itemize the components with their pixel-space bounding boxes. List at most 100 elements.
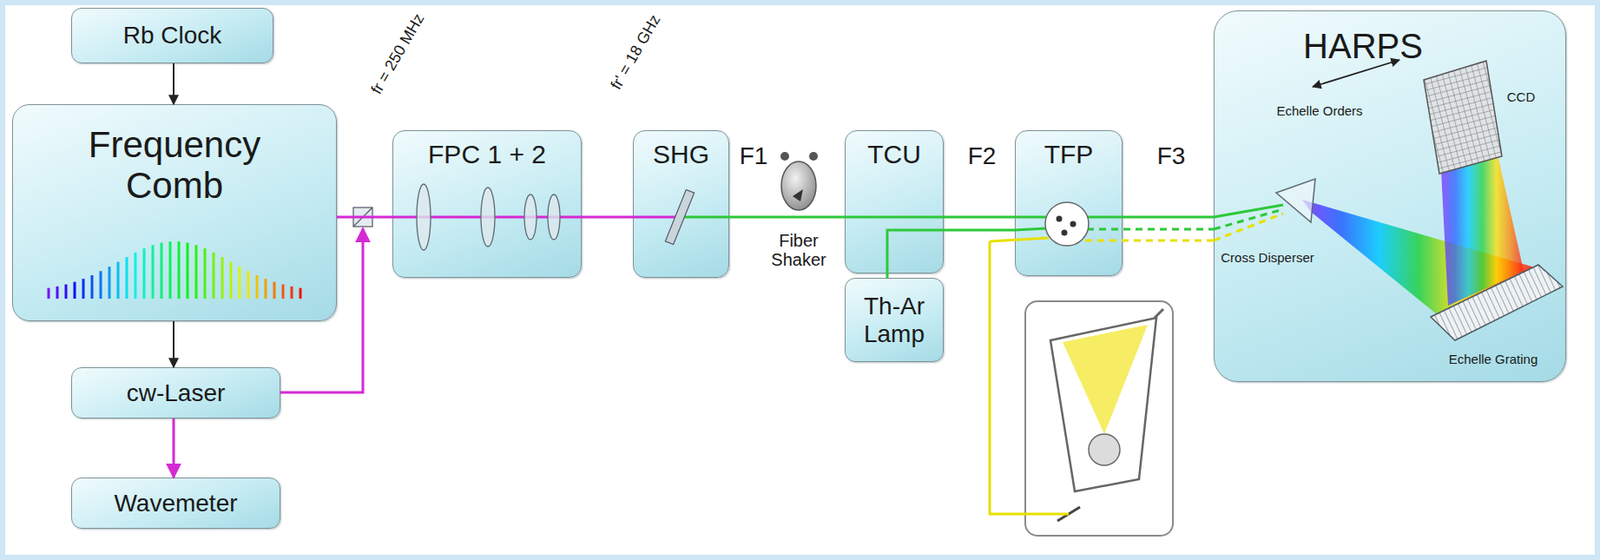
part-label: F3 [1157,142,1186,170]
beam-in-harps [1213,204,1284,218]
fiber-shaker-mark [792,189,804,202]
shg-crystal [665,189,694,244]
component-box: Rb Clock [71,7,274,64]
component-box: Wavemeter [71,477,281,529]
comb-line [195,244,198,299]
comb-line [221,256,224,299]
comb-line [204,248,207,299]
box-label: TFP [1044,139,1094,170]
signal-arrow [172,63,175,105]
dispersed-light [1302,199,1535,315]
beam-in-fpc [392,216,582,219]
echelle-orders-light [1441,154,1524,306]
comb-line [169,241,172,299]
cw-beam [280,228,363,393]
beam-line [581,216,633,219]
fiber-shaker [781,161,817,211]
component-box: HARPS [1213,10,1567,382]
comb-line [99,270,103,299]
signal-arrow [172,321,175,368]
component-box: TCU [844,130,944,274]
comb-line [151,244,155,299]
part-label: F2 [967,142,997,170]
telescope-panel [1025,301,1173,536]
comb-line [212,252,216,299]
beam-line [943,216,1015,219]
beam-line [729,216,845,219]
fiber-dot [1061,230,1068,237]
part-label: Cross Disperser [1220,250,1315,266]
comb-line [125,256,129,299]
comb-line [47,288,51,299]
comb-line [256,275,259,299]
component-box: SHG [632,130,730,278]
lens [547,194,560,240]
part-label: Echelle Orders [1276,104,1363,119]
comb-line [117,262,120,299]
fiber-plate [1045,202,1089,246]
comb-line [230,262,233,299]
beam-splitter-diagonal [353,207,373,227]
beam-line [887,230,1015,278]
box-label: HARPS [1303,26,1423,66]
fiber-shaker-peg [809,151,818,161]
ccd-detector [1423,60,1502,174]
beam-line [336,216,393,219]
beam-out-shg [680,216,730,219]
box-label: TCU [867,139,922,170]
comb-line [247,270,251,299]
component-box: cw-Laser [71,367,281,419]
part-label: Echelle Grating [1448,352,1539,368]
part-label: Fiber Shaker [750,230,847,270]
comb-line [160,243,164,299]
comb-line [91,275,94,299]
comb-line [290,286,294,299]
part-label: F1 [739,142,769,170]
comb-line [56,286,60,299]
box-label: Rb Clock [123,21,223,49]
lens [480,187,495,247]
part-label: CCD [1507,90,1536,106]
orders-arrow [1312,59,1400,87]
box-label: SHG [652,139,710,170]
fiber-dot [1070,221,1077,228]
telescope-fiber [989,241,1069,514]
comb-line [82,278,86,299]
comb-line [134,252,138,299]
beam-line [1122,216,1214,219]
comb-line [238,266,242,299]
fiber-dot [1056,216,1063,223]
comb-line [73,282,77,299]
box-label: Th-Ar Lamp [852,292,936,348]
comb-line [282,284,285,299]
fold-mirror [1057,506,1080,521]
beam-in-tfp [989,237,1049,242]
dashed-beam [1086,228,1214,231]
lens [416,184,431,251]
telescope-tube [1050,317,1157,492]
echelle-grating [1430,264,1563,341]
beam-in-harps [1213,213,1284,241]
box-label: Wavemeter [113,489,238,517]
comb-line [186,243,190,299]
beam-in-tcu [844,216,944,219]
beam-in-tfp [1014,228,1047,231]
beam-in-tfp [1014,216,1047,219]
comb-line [264,278,268,299]
beam-in-shg [632,216,681,219]
box-label: cw-Laser [126,379,226,407]
comb-spectrum [48,241,301,299]
dashed-beam [1085,239,1214,243]
beam-out-tfp [1086,216,1123,219]
comb-line [177,241,181,299]
comb-line [108,266,112,299]
component-box: TFP [1014,130,1123,277]
telescope-spider [1154,309,1164,318]
beam-splitter-cube [353,207,373,227]
box-label: Frequency Comb [65,124,284,206]
comb-line [273,282,277,299]
